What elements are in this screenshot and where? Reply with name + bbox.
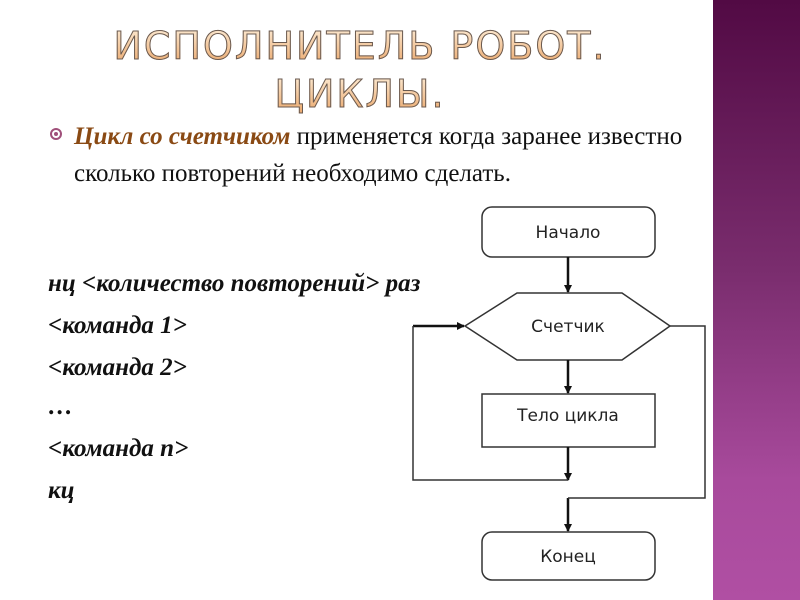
exit-line <box>568 325 706 499</box>
code-line: <команда n> <box>48 435 189 462</box>
decorative-side-band <box>713 0 800 600</box>
end-block <box>481 531 656 581</box>
loop-line <box>412 326 568 481</box>
end-label: Конец <box>540 547 596 567</box>
description-text: применяется когда заранее известно сколь… <box>74 123 683 187</box>
body-label: Тело цикла <box>516 406 619 426</box>
code-line: кц <box>48 477 75 504</box>
start-label: Начало <box>536 223 601 243</box>
body-block <box>481 393 656 448</box>
counter-label: Счетчик <box>531 317 605 337</box>
slide-title-line2: ЦИКЛЫ. <box>110 70 610 118</box>
code-line: <команда 2> <box>48 354 187 381</box>
code-line: <команда 1> <box>48 312 187 339</box>
code-line: нц <количество повторений> раз <box>48 270 421 297</box>
term-highlight: Цикл со счетчиком <box>74 123 291 150</box>
slide-title-line1: ИСПОЛНИТЕЛЬ РОБОТ. <box>110 22 610 70</box>
code-line: … <box>48 393 73 420</box>
bullet-icon <box>50 128 62 140</box>
description-paragraph: Цикл со счетчиком применяется когда зара… <box>74 118 694 192</box>
